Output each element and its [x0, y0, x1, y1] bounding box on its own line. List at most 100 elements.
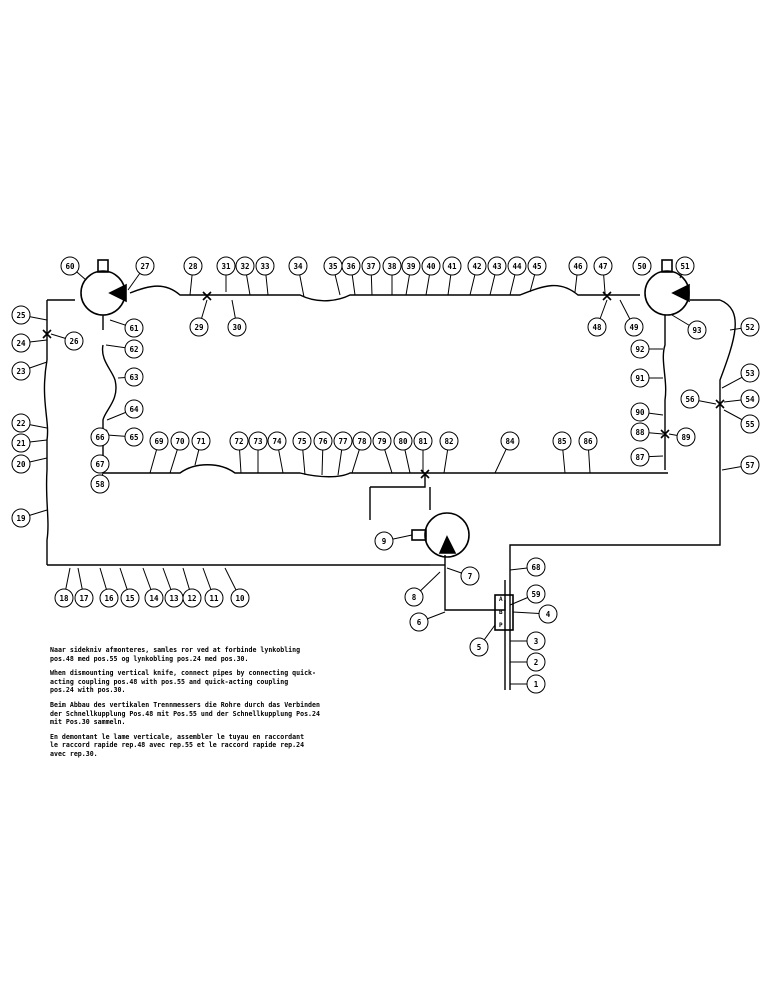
callout-number: 62 — [129, 345, 138, 354]
callout-number: 52 — [745, 323, 754, 332]
callout-circle — [189, 317, 209, 337]
callout-circle — [341, 256, 361, 276]
pump-center-arrow — [438, 535, 457, 554]
note-english: When dismounting vertical knife, connect… — [50, 669, 316, 695]
callout-number: 11 — [209, 594, 219, 603]
callout-circle — [90, 427, 110, 447]
callout-circle — [526, 674, 546, 694]
callout-number: 30 — [232, 323, 242, 332]
callout-number: 70 — [175, 437, 185, 446]
callout-circle — [124, 399, 144, 419]
callout-circle — [680, 389, 700, 409]
coupling-top-left — [202, 291, 212, 301]
pump-center — [424, 512, 470, 558]
callout-circle — [64, 331, 84, 351]
valve-port-label: P — [499, 622, 503, 629]
callout-circle — [527, 256, 547, 276]
callout-circle — [675, 256, 695, 276]
callout-number: 76 — [318, 437, 328, 446]
callout-circle — [90, 454, 110, 474]
callout-number: 48 — [592, 323, 602, 332]
callout-circle — [255, 256, 275, 276]
dismounting-notes: Naar sidekniv afmonteres, samles ror ved… — [50, 646, 450, 765]
callout-circle — [235, 256, 255, 276]
callout-circle — [229, 431, 249, 451]
callout-circle — [292, 431, 312, 451]
callout-number: 6 — [417, 618, 422, 627]
valve-port-label: B — [499, 609, 503, 616]
callout-circle — [191, 431, 211, 451]
coupling-right-side — [715, 399, 725, 409]
callout-number: 25 — [16, 311, 25, 320]
callout-number: 47 — [598, 262, 607, 271]
callout-circle — [372, 431, 392, 451]
callout-circle — [11, 305, 31, 325]
callout-circle — [183, 256, 203, 276]
callout-circle — [442, 256, 462, 276]
callout-number: 39 — [406, 262, 416, 271]
callout-number: 21 — [16, 439, 26, 448]
callout-number: 67 — [95, 460, 104, 469]
callout-number: 34 — [293, 262, 303, 271]
callout-circle — [500, 431, 520, 451]
callout-circle — [11, 361, 31, 381]
callout-circle — [593, 256, 613, 276]
callout-number: 33 — [260, 262, 270, 271]
callout-circle — [204, 588, 224, 608]
callout-number: 36 — [346, 262, 356, 271]
callout-circle — [630, 447, 650, 467]
callout-circle — [507, 256, 527, 276]
coupling-right-lower — [660, 429, 670, 439]
callout-number: 45 — [532, 262, 541, 271]
callout-circle — [333, 431, 353, 451]
coupling-center — [420, 469, 430, 479]
callout-circle — [124, 427, 144, 447]
callout-circle — [578, 431, 598, 451]
callout-number: 54 — [745, 395, 755, 404]
callout-circle — [469, 637, 489, 657]
callout-circle — [120, 588, 140, 608]
callout-circle — [740, 389, 760, 409]
callout-circle — [740, 317, 760, 337]
callout-number: 18 — [59, 594, 69, 603]
callout-circle — [568, 256, 588, 276]
callout-number: 81 — [418, 437, 428, 446]
hydraulic-lines — [43, 284, 736, 690]
callout-circle — [740, 414, 760, 434]
callout-number: 26 — [69, 337, 79, 346]
callout-circle — [687, 320, 707, 340]
callout-number: 29 — [194, 323, 204, 332]
callout-circle — [552, 431, 572, 451]
callout-circle — [630, 422, 650, 442]
note-danish: Naar sidekniv afmonteres, samles ror ved… — [50, 646, 301, 663]
callout-number: 86 — [583, 437, 593, 446]
callout-number: 65 — [129, 433, 138, 442]
callout-number: 2 — [534, 658, 539, 667]
callout-number: 60 — [65, 262, 75, 271]
callout-number: 14 — [149, 594, 159, 603]
callout-number: 74 — [272, 437, 282, 446]
callout-circle — [538, 604, 558, 624]
callout-number: 5 — [477, 643, 482, 652]
callout-circle — [124, 339, 144, 359]
callout-circle — [74, 588, 94, 608]
callout-number: 69 — [154, 437, 164, 446]
cylinder-right-arrow — [671, 283, 690, 303]
callout-number: 85 — [557, 437, 566, 446]
callout-number: 32 — [240, 262, 249, 271]
callout-number: 27 — [140, 262, 149, 271]
callout-circle — [11, 508, 31, 528]
callout-number: 55 — [745, 420, 754, 429]
callout-circle — [526, 557, 546, 577]
callout-circle — [313, 431, 333, 451]
callout-number: 82 — [444, 437, 453, 446]
callout-circle — [361, 256, 381, 276]
callout-number: 43 — [492, 262, 502, 271]
callout-number: 42 — [472, 262, 481, 271]
callout-number: 16 — [104, 594, 114, 603]
callout-circle — [526, 631, 546, 651]
hydraulic-components — [42, 259, 725, 631]
callout-number: 44 — [512, 262, 522, 271]
callout-number: 51 — [680, 262, 690, 271]
